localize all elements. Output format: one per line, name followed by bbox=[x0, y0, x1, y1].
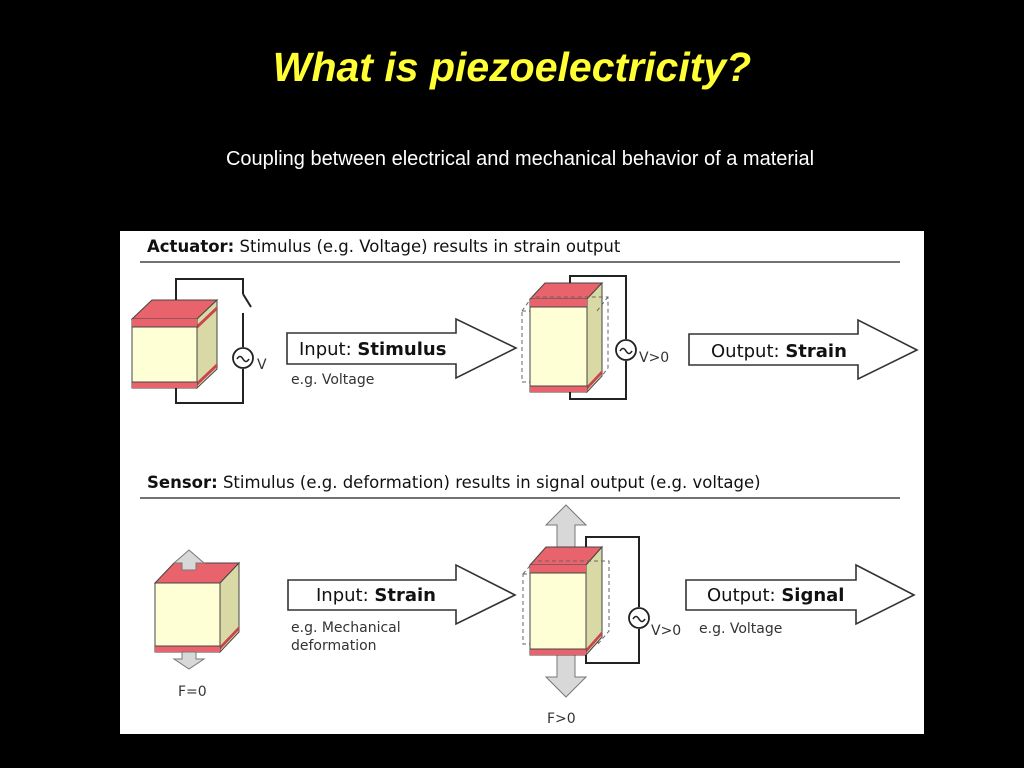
sensor-output-label: Output: Signal bbox=[707, 585, 844, 606]
slide-title: What is piezoelectricity? bbox=[272, 44, 752, 90]
slide-subtitle: Coupling between electrical and mechanic… bbox=[225, 148, 815, 170]
sensor-circuit: V>0 bbox=[585, 536, 681, 664]
ac-source-icon bbox=[232, 347, 254, 369]
sensor-crystal-strained bbox=[522, 545, 610, 657]
sensor-output-arrow: Output: Signal e.g. Voltage bbox=[685, 563, 916, 637]
sensor-force-zero: F=0 bbox=[178, 684, 207, 700]
actuator-output-arrow: Output: Strain bbox=[688, 318, 919, 381]
actuator-input-example: e.g. Voltage bbox=[291, 372, 374, 388]
ac-source-icon bbox=[615, 339, 637, 361]
sensor-input-arrow: Input: Strain e.g. Mechanical deformatio… bbox=[287, 563, 517, 654]
actuator-input-arrow: Input: Stimulus e.g. Voltage bbox=[286, 317, 518, 388]
actuator-voltage-label: V bbox=[257, 357, 267, 373]
double-arrow-icon bbox=[172, 549, 206, 670]
ac-source-icon bbox=[628, 607, 650, 629]
actuator-heading: Actuator: Stimulus (e.g. Voltage) result… bbox=[147, 237, 621, 256]
actuator-voltage-label-on: V>0 bbox=[639, 350, 669, 366]
piezo-diagram: Actuator: Stimulus (e.g. Voltage) result… bbox=[120, 231, 924, 734]
sensor-output-example: e.g. Voltage bbox=[699, 621, 782, 637]
actuator-output-label: Output: Strain bbox=[711, 341, 847, 362]
actuator-crystal-strained bbox=[521, 281, 609, 394]
actuator-circuit-closed: V>0 bbox=[569, 275, 669, 400]
sensor-crystal-rest bbox=[153, 561, 241, 654]
sensor-input-label: Input: Strain bbox=[316, 585, 436, 606]
sensor-input-example-2: deformation bbox=[291, 638, 377, 654]
sensor-heading: Sensor: Stimulus (e.g. deformation) resu… bbox=[147, 473, 761, 492]
actuator-input-label: Input: Stimulus bbox=[299, 339, 446, 360]
sensor-input-example-1: e.g. Mechanical bbox=[291, 620, 401, 636]
sensor-voltage-label: V>0 bbox=[651, 623, 681, 639]
actuator-circuit-open: V bbox=[175, 278, 267, 404]
actuator-crystal-rest bbox=[130, 298, 219, 390]
sensor-force-positive: F>0 bbox=[547, 711, 576, 727]
